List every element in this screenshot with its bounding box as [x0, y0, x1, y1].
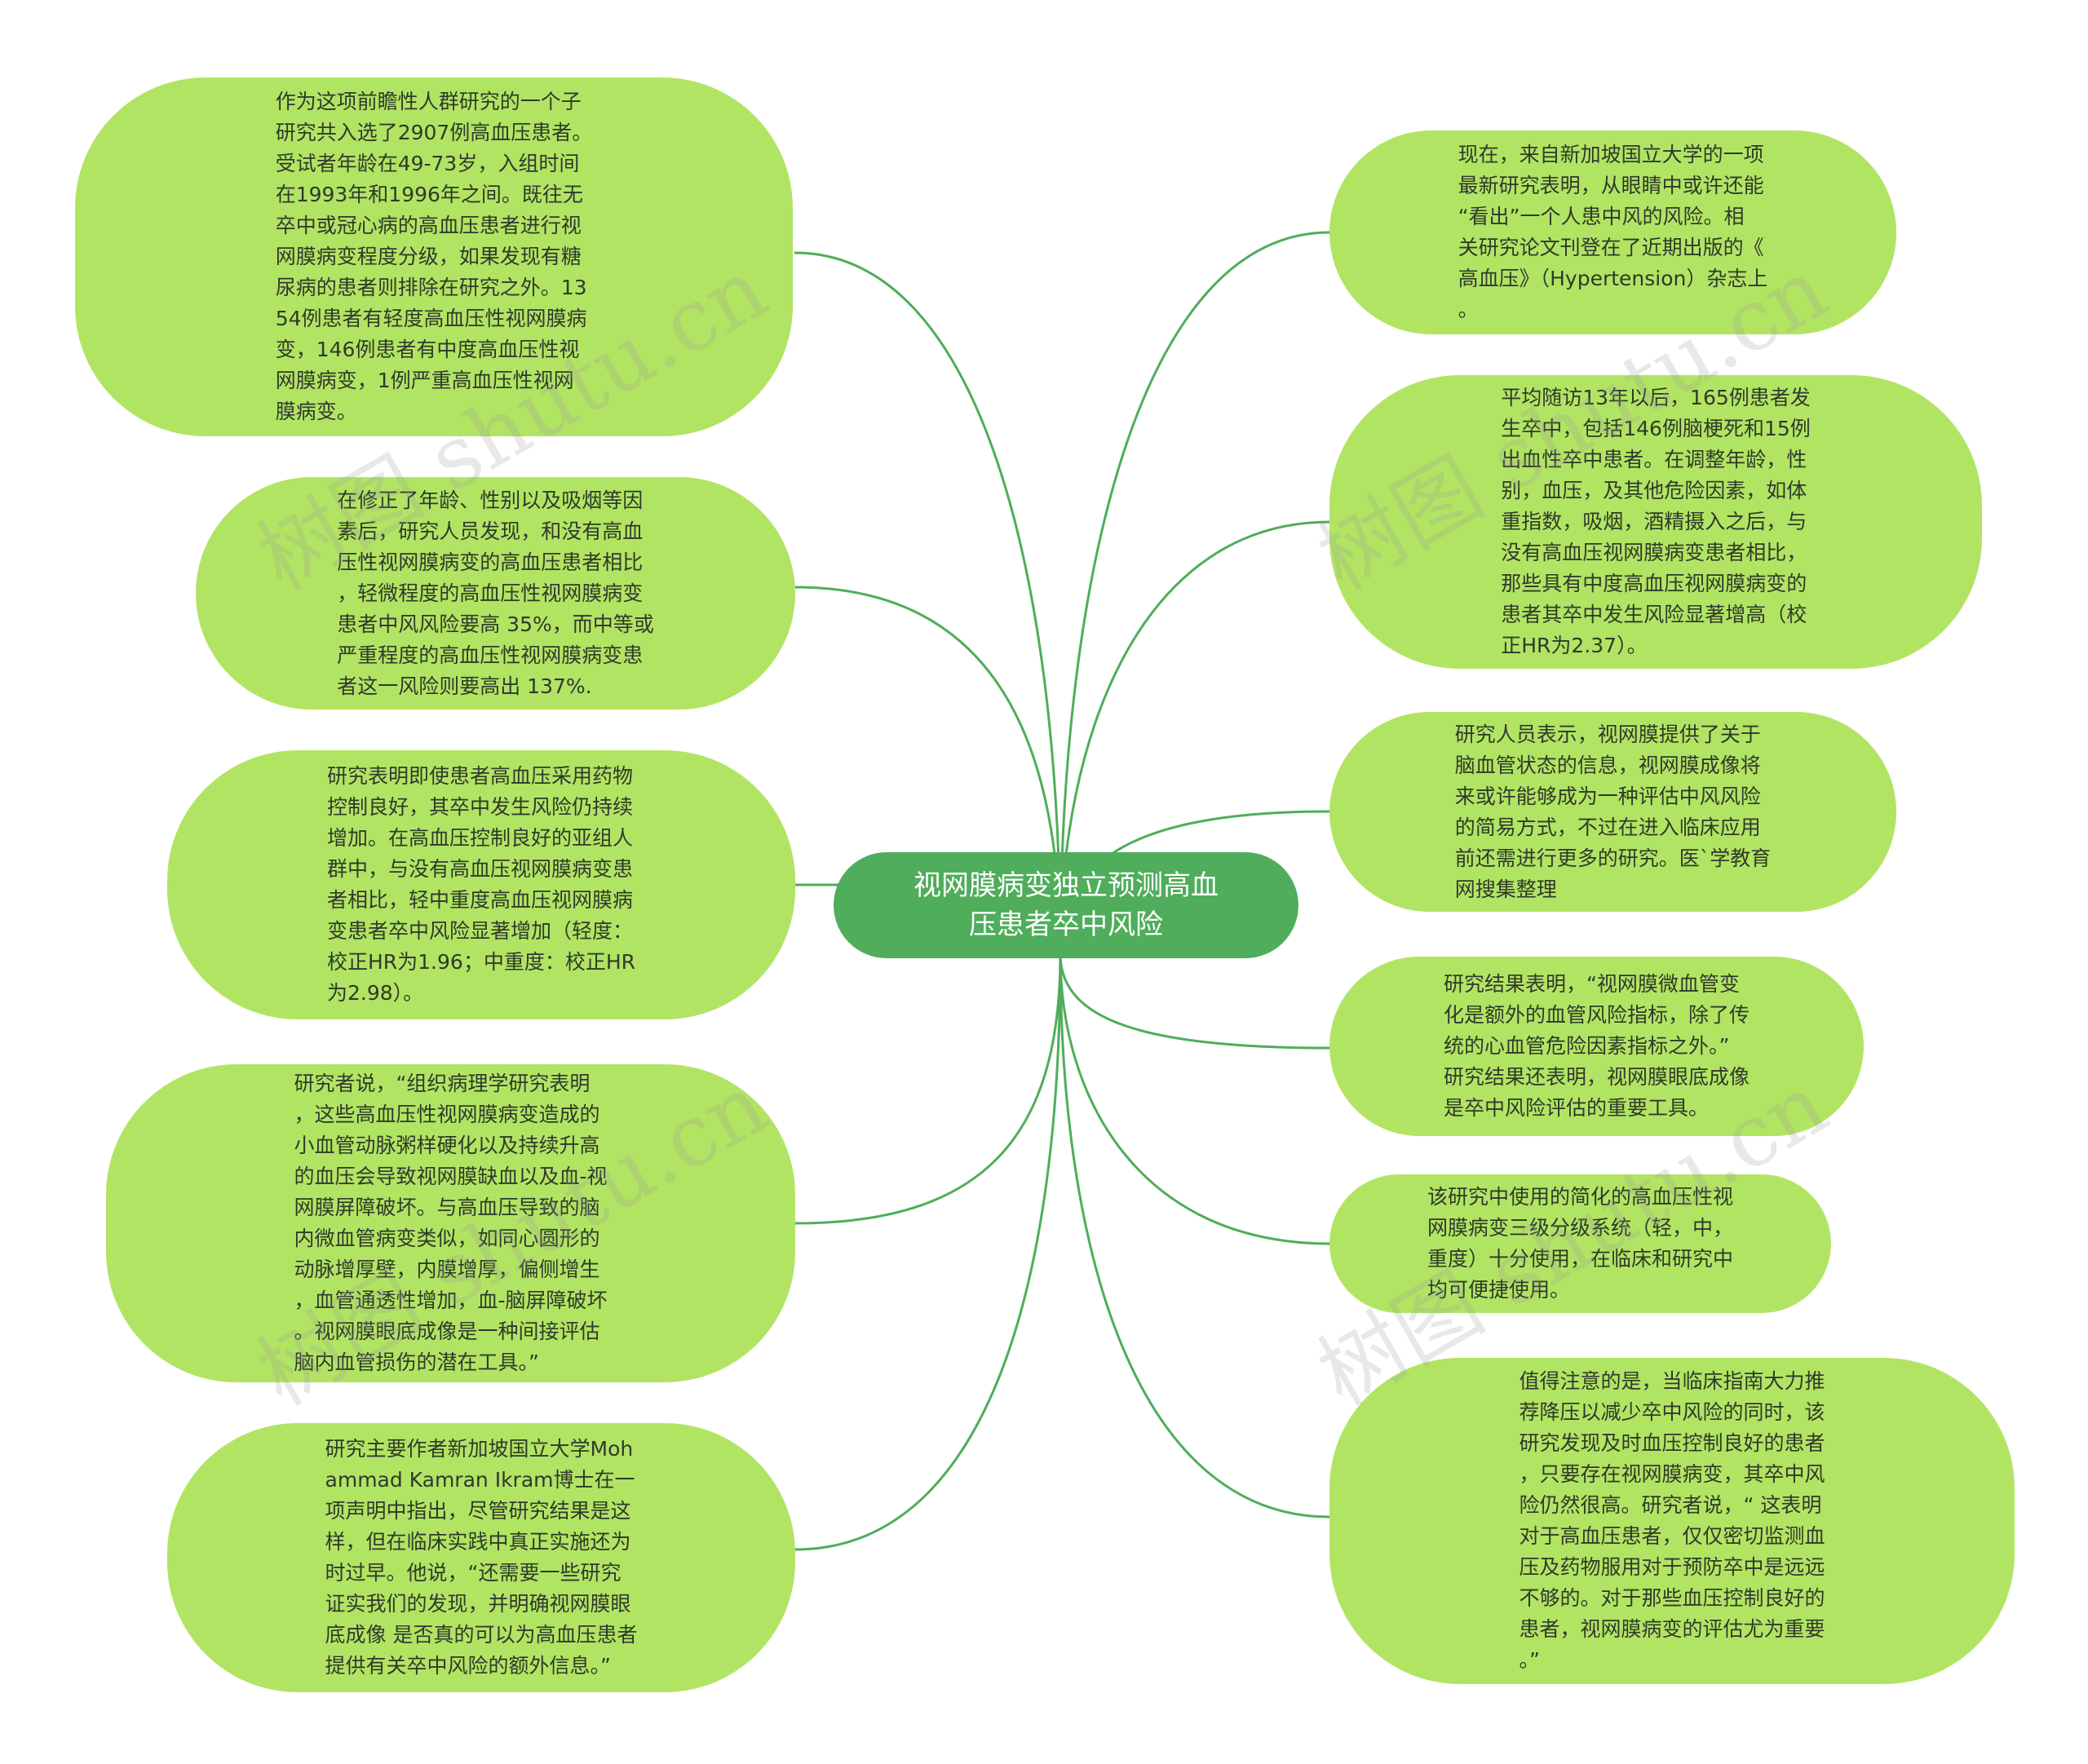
topic-node-right-2[interactable]: 平均随访13年以后，165例患者发 生卒中，包括146例脑梗死和15例 出血性卒…: [1329, 375, 1982, 669]
link-left-1: [794, 251, 1062, 956]
topic-node-right-1[interactable]: 现在，来自新加坡国立大学的一项 最新研究表明，从眼睛中或许还能 “看出”一个人患…: [1329, 130, 1896, 334]
topic-text: 在修正了年龄、性别以及吸烟等因 素后，研究人员发现，和没有高血 压性视网膜病变的…: [337, 488, 654, 698]
topic-text: 该研究中使用的简化的高血压性视 网膜病变三级分级系统（轻，中， 重度）十分使用，…: [1427, 1185, 1733, 1302]
link-left-4: [794, 953, 1062, 1225]
link-right-6: [1059, 953, 1331, 1519]
topic-node-right-5[interactable]: 该研究中使用的简化的高血压性视 网膜病变三级分级系统（轻，中， 重度）十分使用，…: [1329, 1174, 1831, 1313]
topic-node-left-1[interactable]: 作为这项前瞻性人群研究的一个子 研究共入选了2907例高血压患者。 受试者年龄在…: [75, 77, 793, 436]
link-left-5: [794, 953, 1062, 1551]
topic-text: 现在，来自新加坡国立大学的一项 最新研究表明，从眼睛中或许还能 “看出”一个人患…: [1458, 143, 1768, 321]
topic-node-right-4[interactable]: 研究结果表明，“视网膜微血管变 化是额外的血管风险指标，除了传 统的心血管危险因…: [1329, 957, 1864, 1136]
link-right-5: [1059, 953, 1331, 1245]
central-topic[interactable]: 视网膜病变独立预测高血 压患者卒中风险: [834, 852, 1298, 958]
topic-text: 研究表明即使患者高血压采用药物 控制良好，其卒中发生风险仍持续 增加。在高血压控…: [326, 764, 635, 1005]
link-right-1: [1059, 231, 1331, 956]
link-right-4: [1059, 953, 1331, 1050]
topic-text: 作为这项前瞻性人群研究的一个子 研究共入选了2907例高血压患者。 受试者年龄在…: [275, 90, 593, 423]
topic-text: 研究人员表示，视网膜提供了关于 脑血管状态的信息，视网膜成像将 来或许能够成为一…: [1454, 722, 1772, 901]
topic-text: 值得注意的是，当临床指南大力推 荐降压以减少卒中风险的同时，该 研究发现及时血压…: [1519, 1369, 1825, 1672]
central-topic-title: 视网膜病变独立预测高血 压患者卒中风险: [914, 869, 1219, 941]
topic-text: 研究主要作者新加坡国立大学Moh ammad Kamran Ikram博士在一 …: [325, 1437, 638, 1678]
topic-node-left-5[interactable]: 研究主要作者新加坡国立大学Moh ammad Kamran Ikram博士在一 …: [167, 1423, 795, 1692]
topic-text: 研究结果表明，“视网膜微血管变 化是额外的血管风险指标，除了传 统的心血管危险因…: [1443, 972, 1750, 1120]
topic-node-right-6[interactable]: 值得注意的是，当临床指南大力推 荐降压以减少卒中风险的同时，该 研究发现及时血压…: [1329, 1358, 2015, 1684]
topic-text: 研究者说，“组织病理学研究表明 ，这些高血压性视网膜病变造成的 小血管动脉粥样硬…: [294, 1072, 608, 1374]
topic-node-left-2[interactable]: 在修正了年龄、性别以及吸烟等因 素后，研究人员发现，和没有高血 压性视网膜病变的…: [196, 477, 795, 710]
topic-node-left-4[interactable]: 研究者说，“组织病理学研究表明 ，这些高血压性视网膜病变造成的 小血管动脉粥样硬…: [106, 1064, 795, 1382]
topic-text: 平均随访13年以后，165例患者发 生卒中，包括146例脑梗死和15例 出血性卒…: [1501, 386, 1811, 657]
topic-node-left-3[interactable]: 研究表明即使患者高血压采用药物 控制良好，其卒中发生风险仍持续 增加。在高血压控…: [167, 750, 795, 1019]
topic-node-right-3[interactable]: 研究人员表示，视网膜提供了关于 脑血管状态的信息，视网膜成像将 来或许能够成为一…: [1329, 712, 1896, 912]
